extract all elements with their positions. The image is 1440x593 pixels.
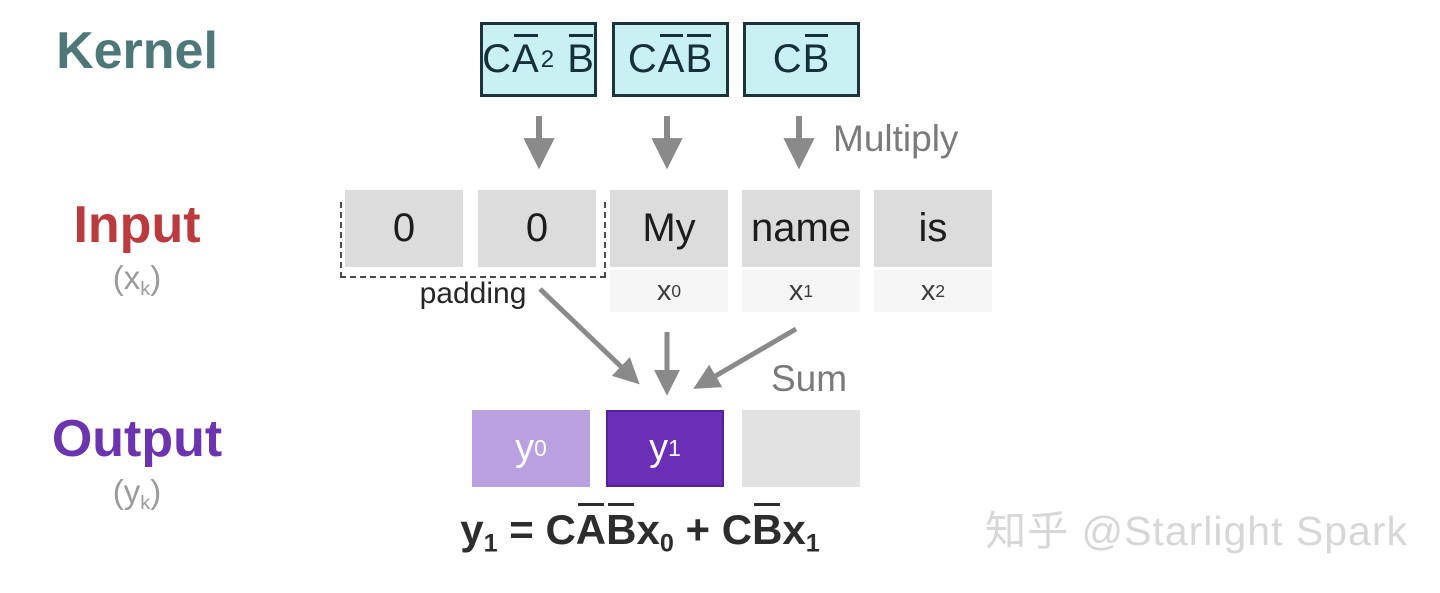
input-cell-pad0: 0 [345,190,463,267]
kernel-label: Kernel [56,22,218,80]
output-cell-empty [742,410,860,487]
multiply-label: Multiply [833,118,959,159]
formula: y1 = CABx0 + CBx1 [460,502,820,558]
input-label-block: Input (xk) [22,198,252,301]
padding-region [340,202,606,278]
watermark: 知乎 @Starlight Spark [985,508,1408,554]
output-label-block: Output (yk) [22,412,252,515]
output-subscript-label: (yk) [112,472,162,514]
kernel-label-block: Kernel [22,24,252,79]
input-subscript-label: (xk) [112,258,162,300]
input-label: Input [73,196,201,254]
input-cell-my: My [610,190,728,267]
input-cell-name: name [742,190,860,267]
input-cell-pad1: 0 [478,190,596,267]
sum-label: Sum [771,358,848,399]
padding-label: padding [419,277,527,310]
output-label: Output [51,410,223,468]
input-cell-is: is [874,190,992,267]
